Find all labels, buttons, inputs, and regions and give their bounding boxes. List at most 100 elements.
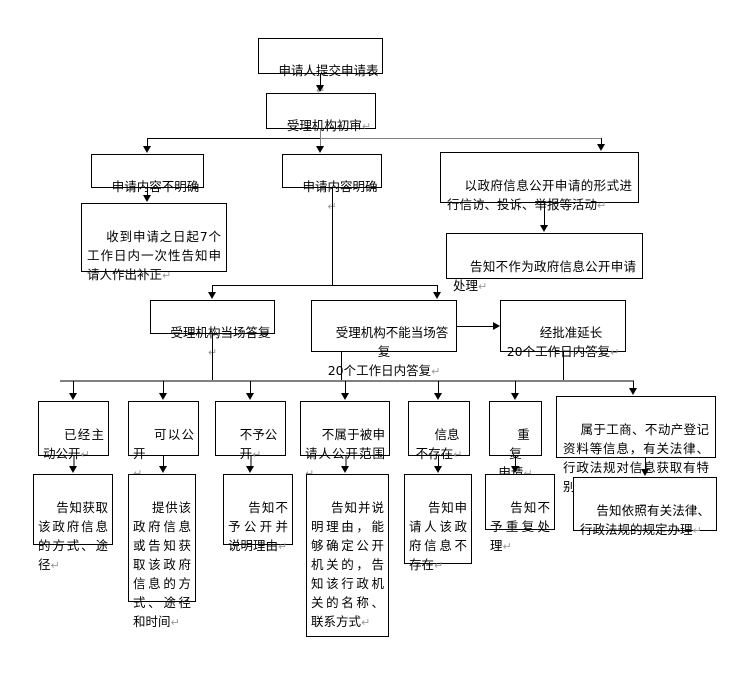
connector-branch-bar-right	[320, 138, 602, 139]
connector-bar-n16	[515, 381, 516, 394]
node-label: 告知依照有关法律、行政法规的规定办理	[580, 503, 710, 537]
node-notify-no-repeat-processing[interactable]: 告知不予重复处理↵	[485, 474, 555, 553]
node-not-handled-as-disclosure-request[interactable]: 告知不作为政府信息公开申请处理↵	[446, 233, 643, 293]
pilcrow-mark: ↵	[523, 467, 532, 480]
pilcrow-mark: ↵	[361, 616, 371, 629]
arrowhead-n1-n2	[316, 85, 324, 92]
arrowhead-n13	[246, 393, 254, 400]
node-provide-info-or-notify-method-channel-time[interactable]: 提供该政府信息或告知获取该政府信息的方式、途径和时间↵	[128, 474, 196, 629]
connector-branch-down-n3	[147, 138, 148, 147]
pilcrow-mark: ↵	[692, 524, 702, 537]
node-content-clear[interactable]: 申请内容明确↵	[282, 154, 382, 213]
pilcrow-mark: ↵	[597, 199, 607, 212]
connector-branch-bar-left	[147, 138, 321, 139]
node-already-proactively-disclosed[interactable]: 已经主动公开↵	[38, 401, 109, 461]
node-notify-reason-and-competent-agency[interactable]: 告知并说明理由，能够确定公开机关的，告知该行政机关的名称、联系方式↵	[306, 474, 389, 637]
arrowhead-n20	[246, 466, 254, 473]
node-label: 告知不予重复处理	[490, 500, 550, 553]
connector-n15-n22	[438, 456, 439, 467]
connector-bar-n15	[438, 381, 439, 394]
node-agency-answers-on-site[interactable]: 受理机构当场答复↵	[150, 300, 275, 359]
node-label: 不属于被申请人公开范围	[305, 427, 385, 461]
node-label: 提供该政府信息或告知获取该政府信息的方式、途径和时间	[133, 500, 191, 629]
connector-n11-n18	[73, 456, 75, 467]
arrowhead-n24	[641, 469, 649, 476]
arrowhead-n23	[511, 466, 519, 473]
pilcrow-mark: ↵	[252, 448, 262, 461]
node-label: 申请内容不明确	[111, 179, 200, 194]
arrowhead-n22	[434, 466, 442, 473]
node-information-does-not-exist[interactable]: 信息 不存在↵	[408, 401, 470, 461]
connector-branch-down-n5	[601, 138, 602, 145]
connector-n2-trunk	[320, 129, 321, 139]
node-petition-complaint-report[interactable]: 以政府信息公开申请的形式进行信访、投诉、举报等活动↵	[440, 152, 639, 212]
pilcrow-mark: ↵	[80, 448, 90, 461]
node-outside-respondent-scope[interactable]: 不属于被申请人公开范围 ↵	[300, 401, 390, 480]
arrowhead-n19	[159, 466, 167, 473]
pilcrow-mark: ↵	[170, 616, 180, 629]
node-label: 受理机构不能当场答复 20个工作日内答复	[327, 325, 449, 378]
arrowhead-n12	[159, 393, 167, 400]
pilcrow-mark: ↵	[133, 467, 142, 480]
pilcrow-mark: ↵	[305, 467, 314, 480]
node-not-disclosed[interactable]: 不予公开↵	[215, 401, 286, 461]
node-label: 不予公开	[239, 427, 278, 461]
node-label: 受理机构当场答复	[170, 325, 271, 340]
pilcrow-mark: ↵	[162, 269, 172, 282]
node-approved-extension[interactable]: 经批准延长 20个工作日内答复↵	[500, 300, 626, 359]
arrowhead-n10	[493, 322, 500, 330]
arrowhead-n11	[69, 393, 77, 400]
connector-n13-n20	[250, 456, 252, 467]
node-label: 以政府信息公开申请的形式进行信访、投诉、举报等活动	[447, 178, 632, 212]
pilcrow-mark: ↵	[361, 120, 372, 133]
node-label: 申请内容明确	[302, 179, 378, 194]
connector-bar-n14	[345, 381, 346, 394]
arrowhead-n7	[540, 225, 548, 232]
arrowhead-n3	[143, 146, 151, 153]
arrowhead-n5	[597, 144, 605, 151]
node-may-be-disclosed[interactable]: 可以公开 ↵	[128, 401, 199, 480]
pilcrow-mark: ↵	[453, 448, 463, 461]
node-notify-access-method-channel[interactable]: 告知获取该政府信息的方式、途径↵	[33, 474, 113, 572]
node-notify-correction-7-days[interactable]: 收到申请之日起7个工作日内一次性告知申请人作出补正↵	[81, 203, 227, 282]
node-label: 告知获取该政府信息的方式、途径	[38, 500, 108, 572]
node-notify-nondisclosure-with-reason[interactable]: 告知不予公开并说明理由↵	[223, 474, 293, 553]
pilcrow-mark: ↵	[431, 365, 441, 378]
connector-bar-n17	[633, 381, 634, 389]
node-label: 收到申请之日起7个工作日内一次性告知申请人作出补正	[87, 229, 221, 282]
connector-n12-n19	[163, 456, 164, 467]
arrowhead-n16	[511, 393, 519, 400]
node-notify-handle-per-laws-regulations[interactable]: 告知依照有关法律、行政法规的规定办理↵	[573, 477, 717, 537]
node-label: 告知申请人该政府信息不存在	[409, 500, 467, 572]
node-agency-initial-review[interactable]: 受理机构初审↵	[266, 93, 376, 133]
node-content-unclear[interactable]: 申请内容不明确↵	[91, 154, 204, 213]
connector-n4-split-bar	[212, 285, 437, 286]
pilcrow-mark: ↵	[502, 540, 512, 553]
connector-n5-n7	[544, 203, 545, 226]
node-agency-cannot-answer-on-site[interactable]: 受理机构不能当场答复 20个工作日内答复↵	[311, 300, 457, 378]
node-special-statutory-registration-info[interactable]: 属于工商、不动产登记资料等信息，有关法律、行政法规对信息获取有特别规定的↵	[556, 396, 716, 494]
node-duplicate-application[interactable]: 重 复 申请↵	[489, 401, 542, 480]
node-applicant-submits-form[interactable]: 申请人提交申请表↵	[258, 38, 383, 97]
arrowhead-n21	[341, 466, 349, 473]
connector-n9-down	[341, 352, 342, 380]
connector-n9-n10	[457, 326, 493, 327]
connector-bar-n11	[73, 381, 74, 394]
pilcrow-mark: ↵	[434, 559, 444, 572]
connector-branch-down-n4	[320, 138, 321, 147]
node-label: 已经主动公开	[43, 427, 104, 461]
node-label: 受理机构初审	[286, 118, 362, 133]
node-label: 告知不作为政府信息公开申请处理	[453, 259, 636, 293]
node-label: 信息 不存在	[415, 427, 460, 461]
node-notify-applicant-info-nonexistent[interactable]: 告知申请人该政府信息不存在↵	[404, 474, 472, 572]
arrowhead-n4	[316, 146, 324, 153]
pilcrow-mark: ↵	[50, 559, 60, 572]
connector-bar-n12	[163, 381, 164, 394]
connector-bar-n13	[250, 381, 251, 394]
arrowhead-n9	[433, 292, 441, 299]
connector-n17-n24	[645, 458, 646, 470]
arrowhead-n18	[69, 466, 77, 473]
node-label: 告知不予公开并说明理由	[228, 500, 288, 553]
connector-n4-down-n9	[437, 285, 438, 293]
